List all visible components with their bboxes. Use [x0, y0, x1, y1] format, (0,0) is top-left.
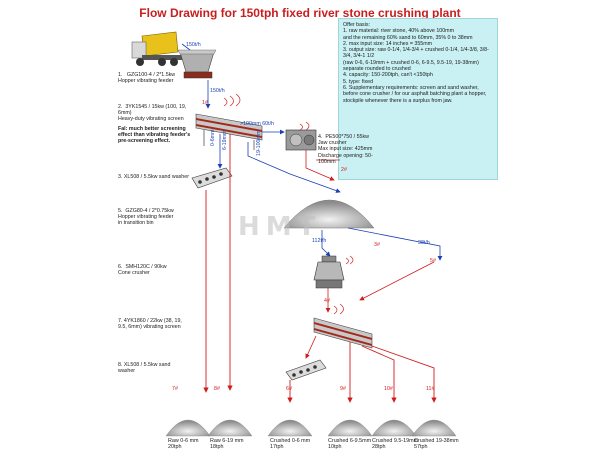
product-name: Crushed 9.5-19mm — [372, 438, 419, 444]
pile-crushed-6-9 — [327, 419, 373, 437]
sand-washer-2-icon — [285, 359, 327, 381]
marker-3: 3# — [374, 242, 380, 248]
product-label: Crushed 6-9.5mm 10tph — [328, 438, 376, 451]
flow-arrow-c-9-19 — [361, 345, 397, 403]
marker-1: 1# — [202, 100, 208, 106]
flow-arrow-5 — [359, 261, 435, 301]
flow-arrow-jaw-out — [305, 150, 335, 181]
offer-basis-note: Offer basis: 1. raw material: river ston… — [338, 18, 498, 180]
product-label: Crushed 9.5-19mm 28tph — [372, 438, 420, 451]
jaw-crusher-icon — [285, 121, 317, 151]
product-rate: 57tph — [414, 444, 428, 451]
flow-label-19-100: 19-100mm — [256, 130, 262, 156]
product-rate: 18tph — [210, 444, 224, 451]
flow-label-feed: 150t/h — [186, 42, 201, 48]
equip-1-label: 1. GZG100-4 / 2*1.5kw Hopper vibrating f… — [118, 72, 176, 85]
jaw-crusher-label: 4. PE500*750 / 55kw Jaw crusher Max inpu… — [318, 134, 373, 165]
watermark-logo: HMT — [238, 212, 322, 242]
marker-4: 4# — [324, 298, 330, 304]
stockpile-icon — [283, 199, 375, 229]
note-line: (raw 0-6, 6-19mm + crushed 0-6, 6-9.5, 9… — [343, 59, 479, 66]
product-name: Raw 6-19 mm — [210, 438, 244, 444]
marker-5: 5# — [430, 258, 436, 264]
equip-5-label: 5. GZG80-4 / 2*0.75kw Hopper vibrating f… — [118, 208, 174, 227]
note-line: 4. capacity: 150-200tph, can't <150tph — [343, 72, 433, 79]
product-name: Raw 0-6 mm — [168, 438, 199, 444]
note-line: 2. max input size: 14 inches = 355mm — [343, 40, 433, 47]
vibrating-screen-icon — [195, 93, 263, 150]
cone-crusher-icon — [313, 255, 354, 289]
hopper-feeder-icon — [177, 49, 217, 79]
marker-2: 2# — [341, 167, 347, 173]
equip-8-label: 8. XL508 / 5.5kw sand washer — [118, 362, 171, 375]
equip-3-label: 3. XL508 / 5.5kw sand washer — [118, 174, 189, 180]
sand-washer-icon — [191, 167, 233, 189]
flow-label-38: 38t/h — [418, 240, 430, 246]
product-rate: 20tph — [168, 444, 182, 451]
dump-truck-icon — [131, 31, 182, 66]
flow-arrow-to-washer — [305, 335, 317, 359]
note-line: Offer basis: — [343, 22, 370, 28]
flow-label-100mm: >100mm 60t/h — [240, 121, 275, 127]
product-label: Raw 6-19 mm 18tph — [210, 438, 252, 451]
flow-arrow-38 — [347, 227, 443, 261]
pile-crushed-9-19 — [371, 419, 417, 437]
equip-7-label: 7. 4YK1860 / 22kw (38, 19, 9.5, 6mm) vib… — [118, 318, 182, 331]
product-name: Crushed 0-6 mm — [270, 438, 311, 444]
flow-label-150: 150t/h — [210, 88, 225, 94]
marker-9: 9# — [340, 386, 346, 392]
vibrating-screen-2-icon — [313, 303, 373, 349]
note-line: 3. output size: raw 0-1/4, 1/4-3/4 + cru… — [343, 47, 489, 60]
equip-2-note: Fal: much better screening effect than v… — [118, 126, 191, 145]
flow-arrow-19-100 — [247, 142, 341, 193]
product-label: Crushed 0-6 mm 17tph — [270, 438, 320, 451]
flow-arrow-c-19-38 — [371, 345, 437, 403]
pile-crushed-0-6 — [267, 419, 313, 437]
marker-7: 7# — [172, 386, 178, 392]
note-line: and the remaining 60% sand to 60mm, 35% … — [343, 34, 473, 41]
product-rate: 17tph — [270, 444, 284, 451]
flow-label-0-6: 0-6mm — [210, 129, 216, 146]
marker-8: 8# — [214, 386, 220, 392]
product-label: Crushed 19-38mm 57tph — [414, 438, 464, 451]
flow-arrow-112 — [321, 230, 331, 257]
marker-11: 11# — [426, 386, 435, 392]
product-rate: 10tph — [328, 444, 342, 451]
note-line: 5. type: fixed — [343, 78, 374, 85]
equip-2-label: 2. 3YK1545 / 15kw (100, 19, 6mm) Heavy-d… — [118, 104, 187, 123]
product-name: Crushed 19-38mm — [414, 438, 459, 444]
pile-crushed-19-38 — [411, 419, 457, 437]
product-name: Crushed 6-9.5mm — [328, 438, 372, 444]
page-title: Flow Drawing for 150tph fixed river ston… — [139, 6, 461, 20]
flow-label-112: 112t/h — [312, 238, 327, 244]
pile-raw-6-19 — [207, 419, 253, 437]
flow-label-6-19: 6-19mm — [222, 130, 228, 150]
note-line: 6. Supplementary requirements: screen an… — [343, 84, 487, 104]
equip-6-label: 6. SMH120C / 90kw Cone crusher — [118, 264, 167, 277]
product-rate: 28tph — [372, 444, 386, 451]
note-line: 1. raw material: river stone, 40% above … — [343, 28, 454, 35]
marker-6: 6# — [286, 386, 292, 392]
marker-10: 10# — [384, 386, 393, 392]
note-line: separate rounded to crushed — [343, 66, 411, 73]
pile-raw-0-6 — [165, 419, 211, 437]
product-label: Raw 0-6 mm 20tph — [168, 438, 208, 451]
